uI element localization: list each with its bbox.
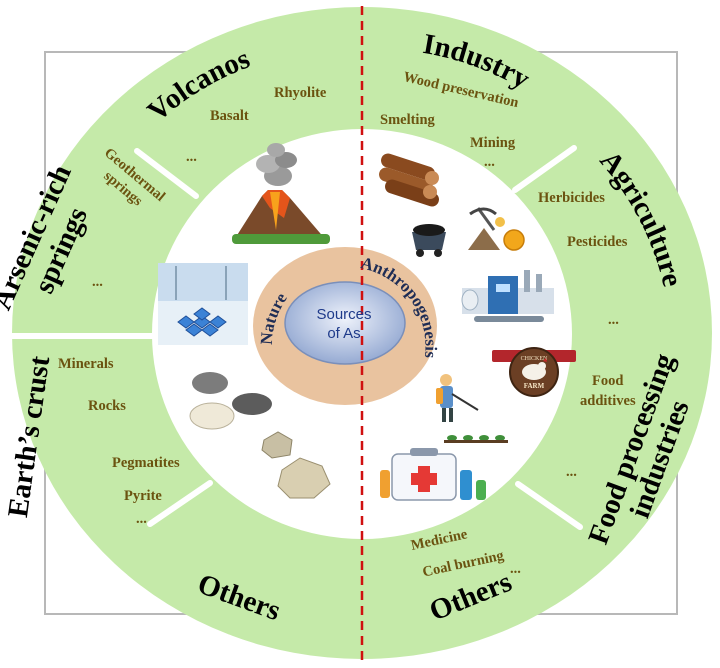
- center-disc: [284, 281, 406, 365]
- item-basalt: Basalt: [210, 108, 249, 124]
- farm-badge-bottom: FARM: [524, 382, 545, 390]
- segment-dividers: [9, 145, 583, 530]
- item-industry-more: ...: [484, 154, 495, 170]
- item-food-more: ...: [566, 464, 577, 480]
- rocks-icon: [189, 372, 272, 430]
- item-springs-more: ...: [92, 274, 103, 290]
- item-mining: Mining: [470, 135, 516, 151]
- geothermal-spring-icon: [158, 263, 248, 345]
- item-herbicides: Herbicides: [538, 190, 605, 206]
- center-label-line1: Sources: [316, 306, 371, 323]
- item-food: Food: [592, 373, 623, 389]
- item-volcanos-more: ...: [186, 149, 197, 165]
- item-rocks: Rocks: [88, 398, 126, 414]
- factory-icon: [461, 270, 554, 322]
- chicken-farm-icon: CHICKEN FARM: [492, 347, 576, 397]
- mining-icon: [412, 207, 525, 257]
- item-crust-more: ...: [136, 511, 147, 527]
- item-others-right-more: ...: [510, 561, 521, 577]
- item-additives: additives: [580, 393, 636, 409]
- item-smelting: Smelting: [380, 112, 436, 128]
- item-pyrite: Pyrite: [124, 488, 162, 504]
- wood-logs-icon: [379, 153, 439, 207]
- item-minerals: Minerals: [58, 356, 114, 372]
- item-agriculture-more: ...: [608, 312, 619, 328]
- farm-badge-top: CHICKEN: [521, 356, 548, 362]
- item-pesticides: Pesticides: [567, 234, 628, 250]
- center-label-line2: of As: [327, 325, 360, 342]
- pesticide-sprayer-icon: [436, 374, 508, 443]
- item-rhyolite: Rhyolite: [274, 85, 327, 101]
- item-pegmatites: Pegmatites: [112, 455, 180, 471]
- medicine-icon: [380, 448, 486, 501]
- minerals-icon: [261, 431, 331, 499]
- volcano-icon: [232, 143, 330, 244]
